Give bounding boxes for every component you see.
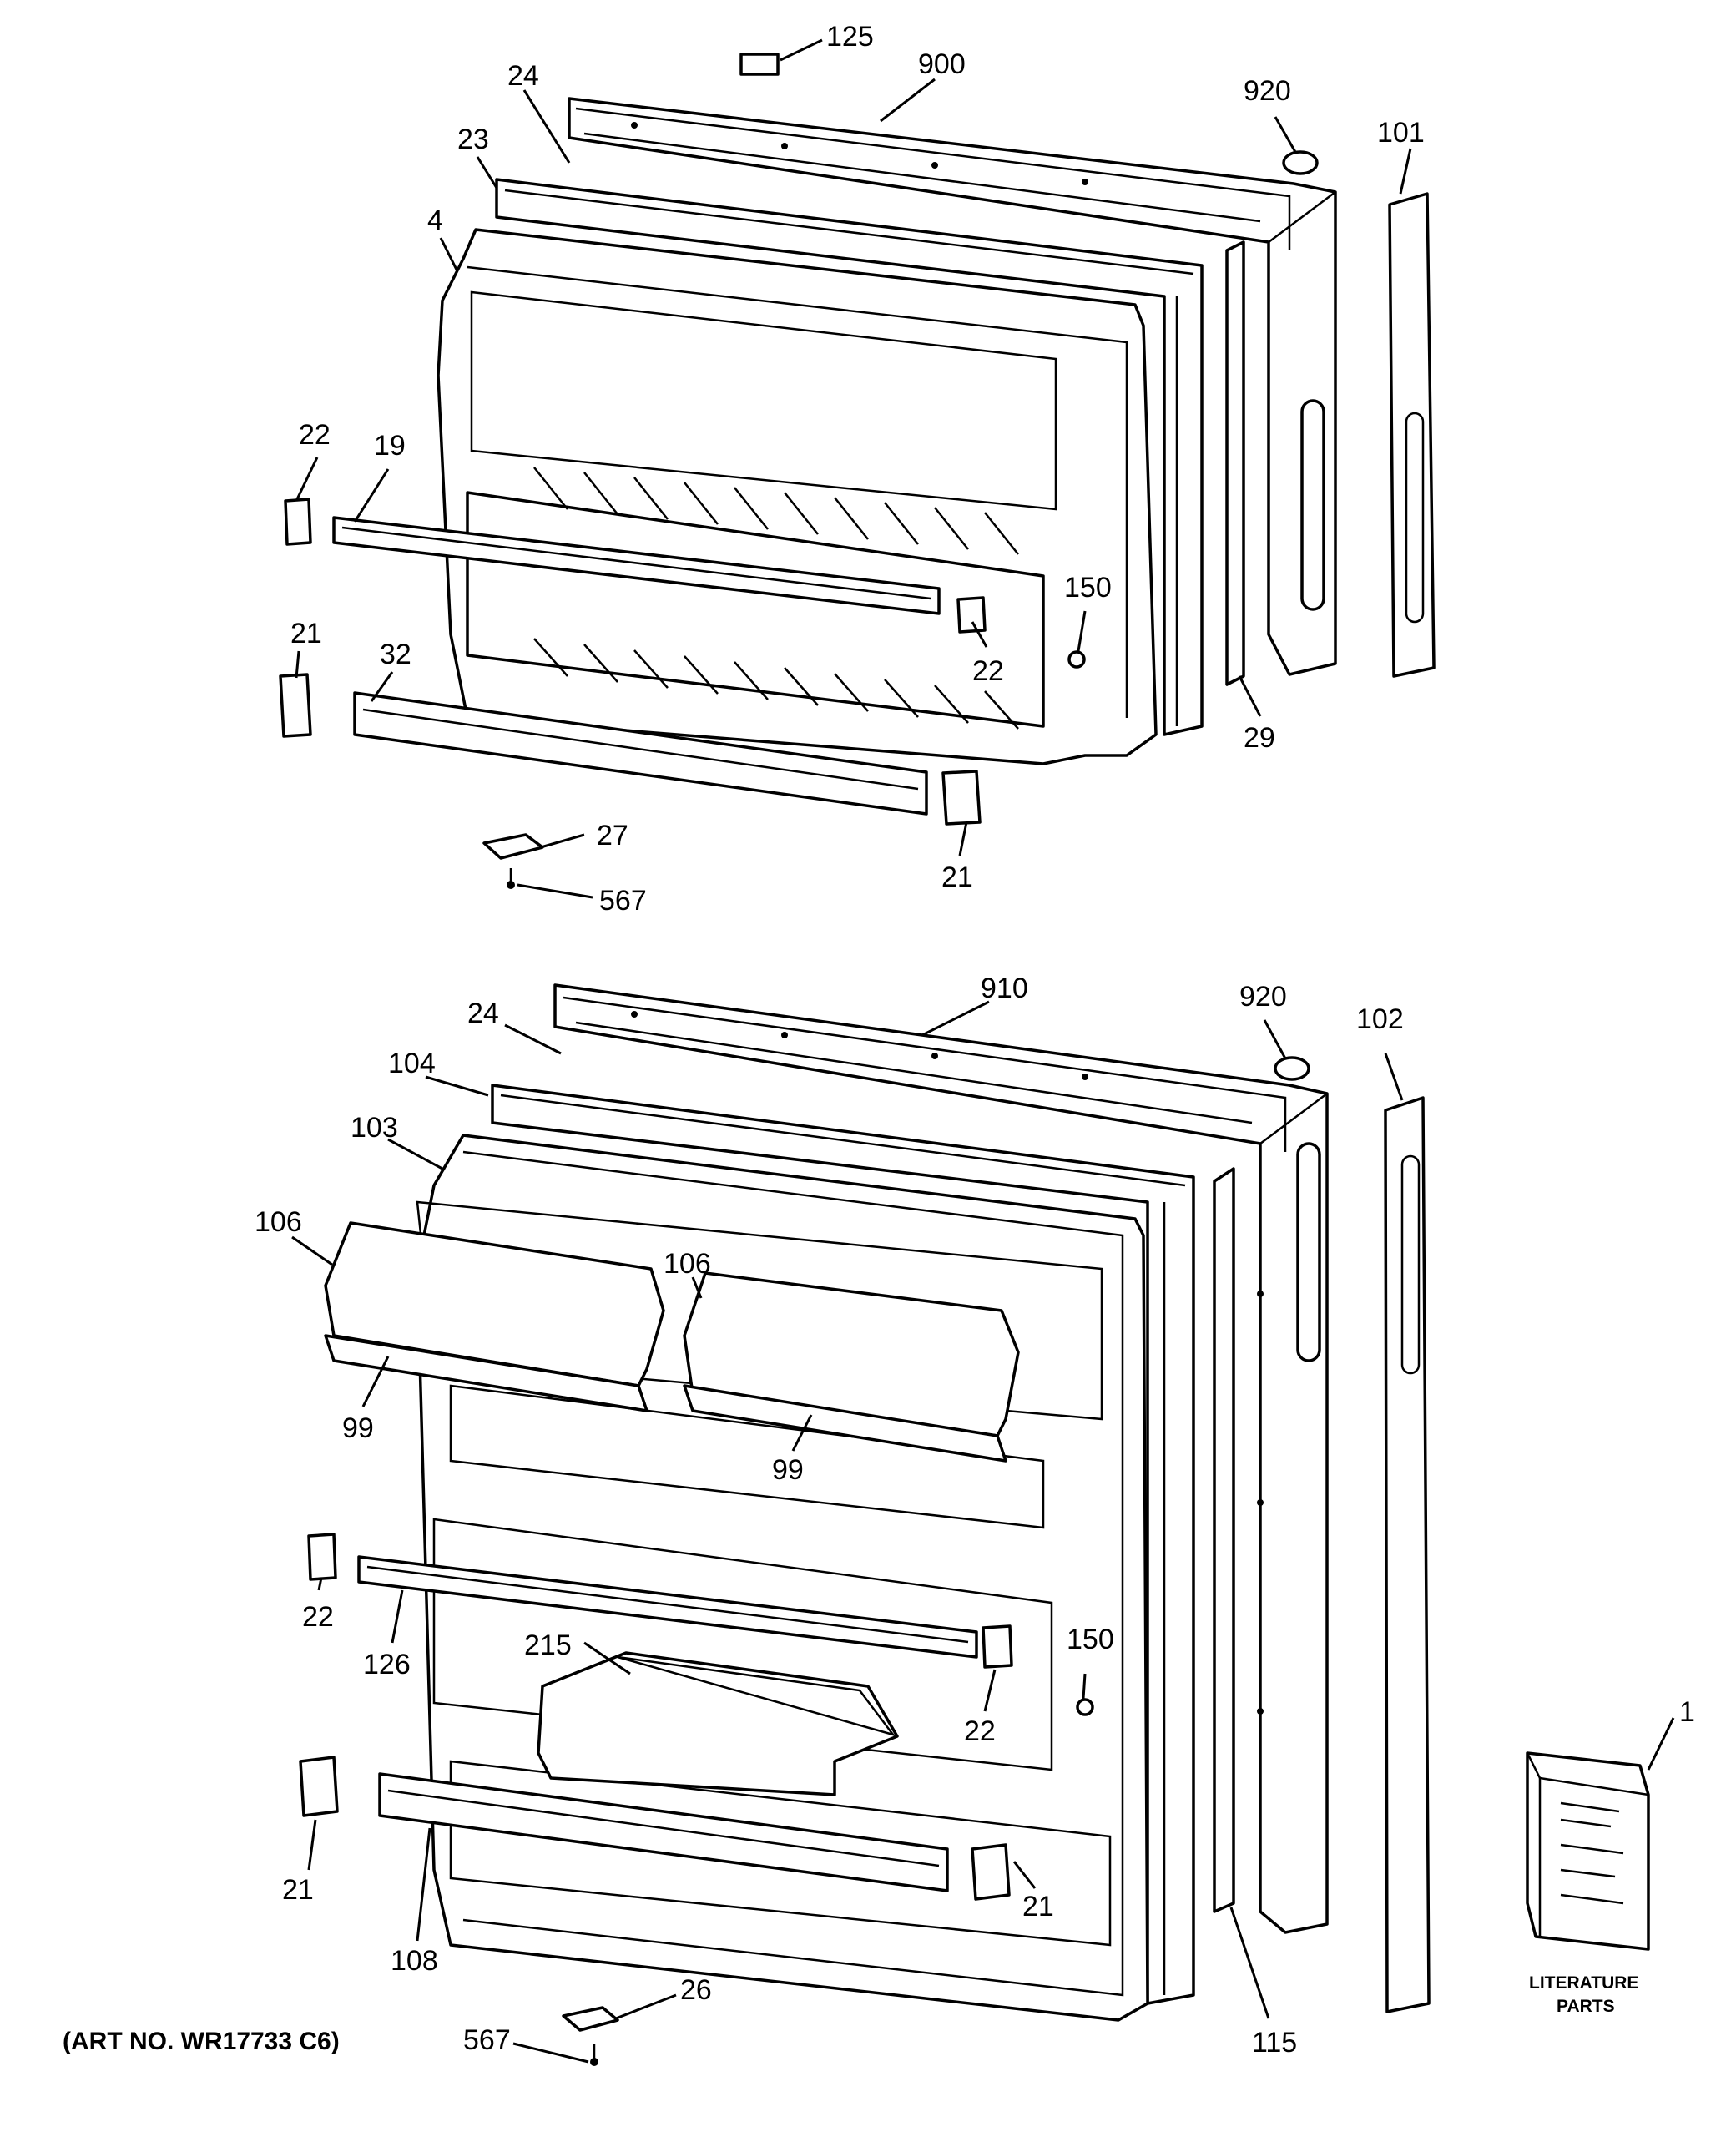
- callout-102: 102: [1356, 1003, 1404, 1035]
- literature-label-line2: PARTS: [1557, 1997, 1615, 2016]
- callout-150-top: 150: [1064, 572, 1112, 604]
- freezer-bracket-22-left: [284, 498, 312, 546]
- callout-26: 26: [680, 1974, 712, 2006]
- freezer-side-strip: [1225, 240, 1245, 686]
- callout-920-bottom: 920: [1239, 981, 1287, 1013]
- fresh-food-door-assembly: [299, 983, 1650, 2066]
- fresh-food-bin-left: [324, 1221, 665, 1412]
- callout-32: 32: [380, 639, 411, 670]
- art-number: (ART NO. WR17733 C6): [63, 2028, 340, 2055]
- callout-24-top: 24: [507, 60, 539, 92]
- fresh-food-door-outer-panel: [553, 983, 1329, 1934]
- callout-21-c: 21: [282, 1874, 314, 1906]
- fresh-food-shelf-bar-126: [357, 1555, 978, 1659]
- fresh-food-handle-slot: [1296, 1142, 1321, 1362]
- callout-103: 103: [351, 1112, 398, 1144]
- freezer-door-outer-panel: [568, 97, 1337, 676]
- freezer-door-assembly: [279, 53, 1436, 889]
- freezer-plug: [1282, 150, 1319, 175]
- callout-27: 27: [597, 820, 628, 851]
- fresh-food-bracket-21-right: [971, 1843, 1011, 1901]
- freezer-hinge-cover-27: [482, 833, 544, 860]
- callout-126: 126: [363, 1649, 411, 1680]
- freezer-screw-150: [1067, 650, 1086, 669]
- freezer-handle-101: [1388, 192, 1436, 678]
- freezer-bracket-22-right: [956, 596, 987, 634]
- freezer-shelf-bar-19: [332, 516, 941, 615]
- callout-900: 900: [918, 48, 966, 80]
- fresh-food-plug: [1274, 1056, 1310, 1081]
- fresh-food-bin-215: [537, 1651, 899, 1796]
- fresh-food-bracket-22-left: [307, 1533, 337, 1581]
- callout-125: 125: [826, 21, 874, 53]
- callout-labels: 125 900 24 920 101 23 4 22 19 150 22 21 …: [63, 21, 1695, 2059]
- freezer-badge-125: [739, 53, 780, 76]
- fresh-food-screw-150: [1076, 1698, 1094, 1716]
- callout-4: 4: [427, 205, 443, 236]
- fresh-food-bracket-21-left: [299, 1756, 339, 1817]
- freezer-screw-567: [507, 868, 515, 889]
- callout-1: 1: [1679, 1696, 1695, 1728]
- callout-22-a: 22: [299, 419, 331, 451]
- callout-108: 108: [391, 1945, 438, 1977]
- callout-920-top: 920: [1244, 75, 1291, 107]
- callout-115: 115: [1252, 2027, 1297, 2059]
- freezer-bracket-21-right: [941, 770, 982, 826]
- callout-24-bottom: 24: [467, 998, 499, 1029]
- leader-lines: [291, 38, 1675, 2064]
- fresh-food-bracket-22-right: [982, 1624, 1013, 1669]
- callout-150-bottom: 150: [1067, 1624, 1114, 1655]
- callout-215: 215: [524, 1629, 572, 1661]
- callout-23: 23: [457, 124, 489, 155]
- fresh-food-handle-102: [1384, 1096, 1431, 2013]
- callout-21-a: 21: [290, 618, 322, 649]
- freezer-door-liner: [437, 228, 1158, 765]
- callout-29: 29: [1244, 722, 1275, 754]
- callout-22-b: 22: [972, 655, 1004, 687]
- fresh-food-side-strip: [1213, 1167, 1235, 1913]
- fresh-food-hinge-cover-26: [562, 2006, 619, 2032]
- literature-label-line1: LITERATURE: [1529, 1973, 1638, 1993]
- literature-booklet: [1526, 1751, 1650, 1951]
- fresh-food-bin-right: [683, 1271, 1020, 1463]
- freezer-door-gasket: [495, 178, 1204, 736]
- callout-567-bottom: 567: [463, 2024, 511, 2056]
- fresh-food-shelf-bar-108: [378, 1772, 949, 1892]
- callout-21-d: 21: [1022, 1891, 1054, 1922]
- callout-106-right: 106: [664, 1248, 711, 1280]
- callout-106-left: 106: [255, 1206, 302, 1238]
- callout-101: 101: [1377, 117, 1425, 149]
- freezer-shelf-bar-32: [353, 691, 928, 816]
- callout-104: 104: [388, 1048, 436, 1079]
- callout-21-b: 21: [941, 861, 973, 893]
- fresh-food-screw-567: [590, 2044, 598, 2066]
- callout-99-right: 99: [772, 1454, 804, 1486]
- callout-567-top: 567: [599, 885, 647, 917]
- callout-99-left: 99: [342, 1412, 374, 1444]
- freezer-bracket-21-left: [279, 673, 312, 738]
- callout-910: 910: [981, 973, 1028, 1004]
- callout-19: 19: [374, 430, 406, 462]
- callout-22-d: 22: [964, 1715, 996, 1747]
- freezer-handle-slot: [1300, 399, 1325, 611]
- callout-22-c: 22: [302, 1601, 334, 1633]
